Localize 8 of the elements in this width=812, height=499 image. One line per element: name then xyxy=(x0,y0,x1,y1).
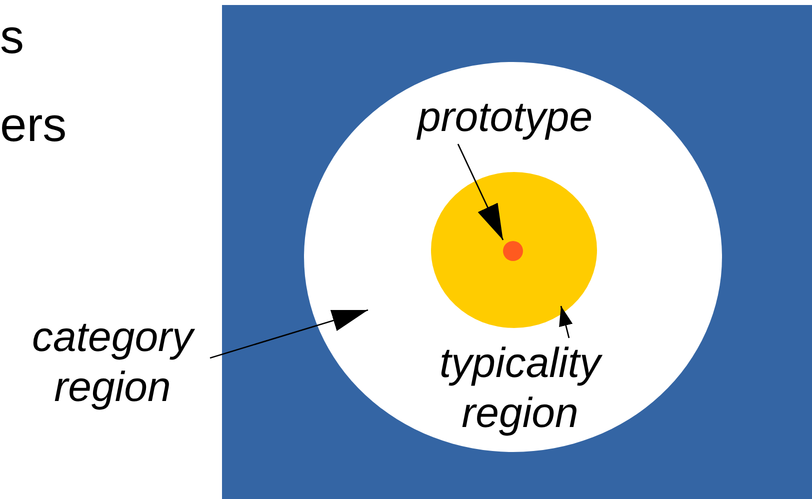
arrow xyxy=(558,306,572,338)
callout-label: category region xyxy=(10,312,215,412)
dot xyxy=(503,241,523,261)
callout-label: prototype xyxy=(395,92,615,144)
arrow xyxy=(457,144,504,240)
partial-heading-text: ers xyxy=(0,98,67,154)
partial-heading-text: s xyxy=(0,10,24,66)
callout-label: typicality region xyxy=(415,338,625,438)
